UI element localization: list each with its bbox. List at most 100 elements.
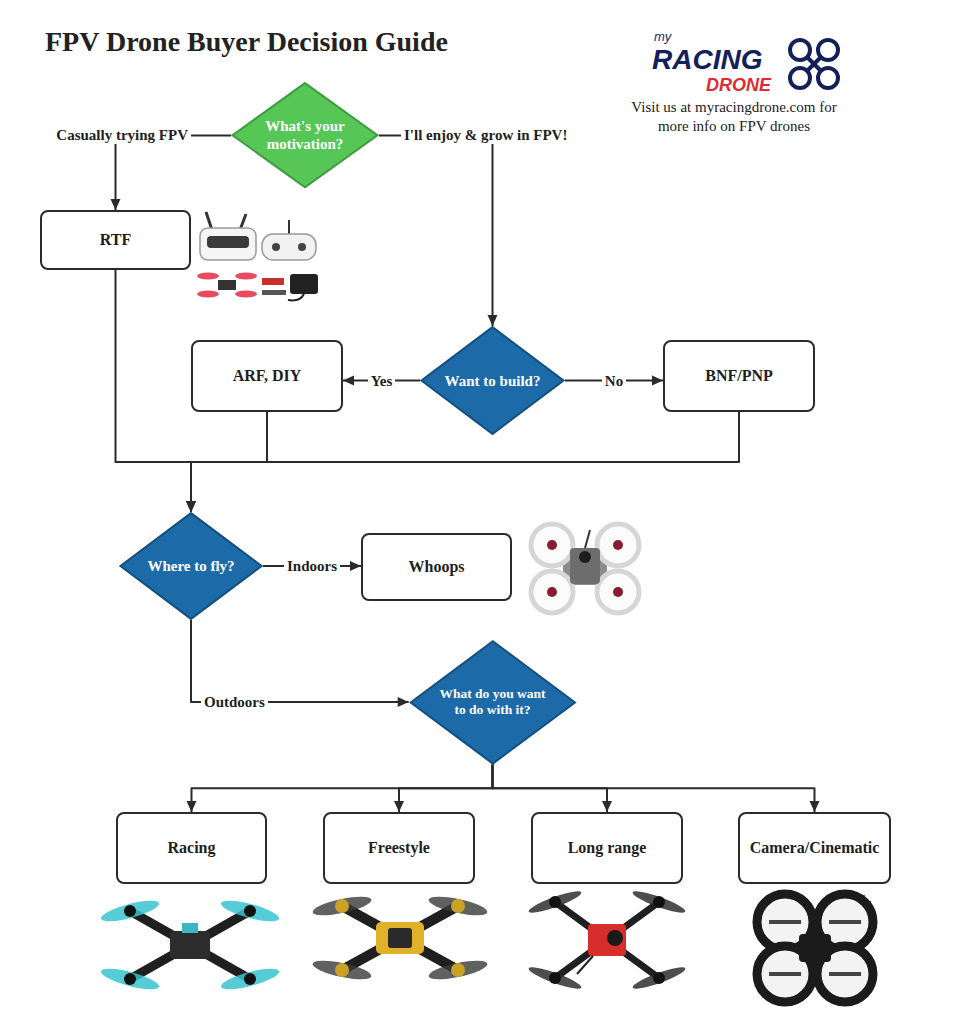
racing-drone-photo-part — [219, 964, 281, 993]
edge-label: Casually trying FPV — [53, 126, 191, 144]
edge-label: Outdoors — [201, 693, 268, 711]
node-text: Whoops — [408, 557, 464, 576]
rtf-kit-photo-part — [288, 220, 290, 234]
process-box: RTF — [40, 210, 191, 270]
whoop-photo-part — [597, 524, 639, 566]
node-text: Racing — [168, 838, 216, 857]
connector-line — [191, 620, 409, 702]
process-box: Racing — [116, 812, 267, 884]
node-text: BNF/PNP — [705, 366, 773, 385]
logo-text: my — [654, 30, 671, 43]
diamond-shape — [410, 641, 574, 763]
racing-drone-photo-part — [124, 973, 136, 985]
node-text: Long range — [568, 838, 647, 857]
process-box: Camera/Cinematic — [738, 812, 892, 884]
connector-line — [116, 270, 192, 512]
decision-diamond: What's your motivation? — [231, 82, 379, 188]
logo-icon-part — [818, 68, 838, 88]
connector — [116, 270, 197, 512]
freestyle-drone-photo-part — [342, 906, 458, 970]
decision-diamond: What do you want to do with it? — [409, 640, 577, 765]
whoop-photo-part — [585, 530, 590, 548]
diamond-shape — [421, 327, 563, 434]
diamond-shape — [120, 513, 261, 619]
cinematic-drone-photo-part — [799, 934, 831, 962]
racing-drone-photo-part — [244, 973, 256, 985]
connector-line — [116, 135, 232, 210]
title: FPV Drone Buyer Decision Guide — [45, 26, 448, 58]
freestyle-drone-photo-part — [311, 957, 373, 983]
whoop-photo — [531, 524, 639, 613]
cinematic-drone-photo-part — [829, 920, 861, 924]
node-text: Freestyle — [368, 838, 430, 857]
racing-drone-photo-part — [170, 931, 210, 959]
whoop-photo-part — [547, 540, 557, 550]
node-text: Camera/Cinematic — [750, 838, 880, 857]
rtf-kit-photo-part — [235, 273, 257, 280]
decision-diamond: Where to fly? — [119, 512, 263, 620]
arrowhead — [394, 801, 404, 812]
rtf-kit-photo-part — [288, 294, 304, 300]
long-range-drone-photo-part — [549, 972, 561, 984]
whoop-photo-part — [531, 571, 573, 613]
long-range-drone-photo-part — [527, 888, 583, 917]
rtf-kit-photo-part — [197, 291, 219, 298]
long-range-drone-photo-part — [631, 888, 687, 917]
connector — [379, 135, 498, 326]
long-range-drone-photo-part — [631, 964, 687, 993]
connector — [394, 764, 492, 812]
long-range-drone-photo — [527, 888, 687, 993]
node-text: What do you want to do with it? — [433, 686, 551, 718]
long-range-drone-photo-part — [555, 902, 659, 978]
rtf-kit-photo-part — [298, 243, 306, 251]
connector — [492, 764, 819, 812]
long-range-drone-photo-part — [588, 924, 626, 956]
whoop-photo-part — [579, 551, 591, 563]
logo-text: RACING — [652, 46, 762, 74]
freestyle-drone-photo-part — [427, 957, 489, 983]
long-range-drone-photo-part — [555, 902, 659, 978]
arrowhead — [186, 501, 196, 512]
long-range-drone-photo-part — [549, 896, 561, 908]
process-box: Freestyle — [323, 812, 475, 884]
racing-drone-photo-part — [99, 964, 161, 993]
connector — [187, 764, 493, 812]
cinematic-drone-photo-part — [769, 972, 801, 976]
freestyle-drone-photo-part — [451, 899, 465, 913]
node-text: What's your motivation? — [255, 117, 355, 153]
connector-line — [399, 764, 492, 812]
long-range-drone-photo-part — [607, 930, 623, 946]
edge-label: No — [602, 372, 626, 390]
rtf-kit-photo-part — [235, 291, 257, 298]
rtf-kit-photo-part — [200, 228, 256, 260]
connector-line — [192, 764, 493, 812]
whoop-photo-part — [613, 587, 623, 597]
rtf-kit-photo-part — [262, 278, 284, 285]
racing-drone-photo-part — [244, 905, 256, 917]
process-box: Long range — [531, 812, 683, 884]
freestyle-drone-photo-part — [388, 928, 412, 948]
freestyle-drone-photo-part — [311, 893, 373, 919]
connector-line — [492, 764, 814, 812]
freestyle-drone-photo-part — [427, 893, 489, 919]
whoop-photo-part — [531, 524, 573, 566]
arrowhead — [809, 801, 819, 812]
long-range-drone-photo-part — [653, 896, 665, 908]
logo-icon — [790, 40, 838, 88]
process-box: BNF/PNP — [663, 340, 815, 412]
logo-text: DRONE — [706, 76, 771, 94]
edge-label: Indoors — [284, 557, 340, 575]
rtf-kit-photo — [197, 212, 318, 300]
connector-line — [191, 412, 739, 512]
connector-line — [379, 135, 493, 326]
diamond-outline — [231, 82, 379, 188]
rtf-kit-photo-part — [197, 273, 219, 280]
decision-diamond: Want to build? — [420, 326, 565, 435]
racing-drone-photo-part — [124, 905, 136, 917]
arrowhead — [350, 561, 361, 571]
racing-drone-photo-part — [99, 896, 161, 925]
arrowhead — [186, 501, 196, 512]
freestyle-drone-photo-part — [376, 922, 424, 954]
racing-drone-photo — [99, 896, 281, 993]
